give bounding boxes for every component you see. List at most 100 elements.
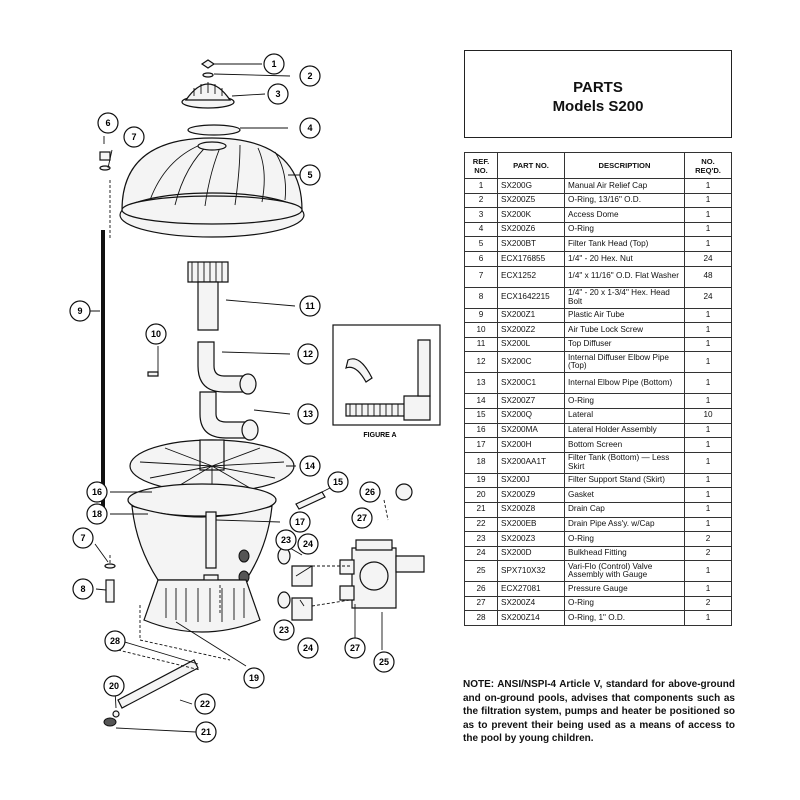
svg-text:22: 22 (200, 699, 210, 709)
hex-nut (99, 151, 111, 171)
ref-no-cell: 12 (464, 351, 498, 374)
qty-cell: 1 (684, 560, 732, 583)
svg-text:26: 26 (365, 487, 375, 497)
hex-bolt (104, 563, 116, 603)
callout-15: 15 (327, 471, 349, 493)
qty-cell: 1 (684, 192, 732, 209)
svg-text:19: 19 (249, 673, 259, 683)
filter-tank-head (119, 137, 305, 238)
svg-text:16: 16 (92, 487, 102, 497)
ref-no-cell: 2 (464, 192, 498, 209)
header-ref-no: REF. NO. (464, 152, 498, 179)
part-no-cell: SX200EB (497, 516, 565, 533)
qty-cell: 10 (684, 407, 732, 424)
part-no-cell: ECX27081 (497, 581, 565, 597)
o-ring-small (202, 72, 214, 78)
callout-16: 16 (86, 481, 108, 503)
qty-cell: 1 (684, 516, 732, 533)
part-no-cell: SX200J (497, 472, 565, 489)
svg-text:7: 7 (131, 132, 136, 142)
description-cell: Access Dome (564, 207, 685, 223)
qty-cell: 24 (684, 286, 732, 309)
part-no-cell: SX200Z2 (497, 322, 565, 338)
description-cell: Pressure Gauge (564, 581, 685, 597)
ref-no-cell: 14 (464, 393, 498, 409)
svg-text:9: 9 (77, 306, 82, 316)
qty-cell: 1 (684, 451, 732, 474)
callout-24-top: 24 (297, 533, 319, 555)
svg-text:FIGURE A: FIGURE A (363, 432, 396, 439)
description-cell: Lateral (564, 407, 685, 424)
callout-20: 20 (103, 675, 125, 697)
ref-no-cell: 20 (464, 487, 498, 503)
parts-title-box: PARTS Models S200 (464, 50, 732, 138)
svg-text:20: 20 (109, 681, 119, 691)
bulkhead-fittings (277, 547, 313, 621)
svg-text:24: 24 (303, 643, 313, 653)
figure-a-inset: FIGURE A (332, 324, 441, 439)
description-cell: Drain Cap (564, 501, 685, 518)
description-cell: Internal Diffuser Elbow Pipe (Top) (564, 351, 685, 374)
callout-7-bottom: 7 (72, 527, 94, 549)
callout-5: 5 (299, 164, 321, 186)
part-no-cell: SX200Z6 (497, 221, 565, 238)
callout-6: 6 (97, 112, 119, 134)
callout-9: 9 (69, 300, 91, 322)
part-no-cell: SX200H (497, 437, 565, 453)
ref-no-cell: 15 (464, 407, 498, 424)
callout-23-bottom: 23 (273, 619, 295, 641)
svg-text:8: 8 (80, 584, 85, 594)
qty-cell: 1 (684, 372, 732, 395)
ref-no-cell: 7 (464, 265, 498, 288)
svg-text:21: 21 (201, 727, 211, 737)
parts-table: REF. NO. PART NO. DESCRIPTION NO. REQ'D.… (464, 152, 732, 627)
lateral-holder-assembly (129, 439, 295, 493)
air-tube-lock-screw (147, 371, 159, 377)
part-no-cell: ECX1642215 (497, 286, 565, 309)
ref-no-cell: 22 (464, 516, 498, 533)
description-cell: Filter Tank Head (Top) (564, 236, 685, 252)
qty-cell: 1 (684, 501, 732, 518)
callout-26: 26 (359, 481, 381, 503)
description-cell: Bottom Screen (564, 437, 685, 453)
qty-cell: 1 (684, 178, 732, 194)
callout-13: 13 (297, 403, 319, 425)
o-ring-dome (187, 124, 241, 136)
callout-7-top: 7 (123, 126, 145, 148)
ref-no-cell: 9 (464, 307, 498, 324)
qty-cell: 1 (684, 393, 732, 409)
description-cell: Filter Tank (Bottom) — Less Skirt (564, 451, 685, 474)
description-cell: 1/4" - 20 x 1-3/4" Hex. Head Bolt (564, 286, 685, 309)
ref-no-cell: 6 (464, 250, 498, 267)
qty-cell: 1 (684, 351, 732, 374)
part-no-cell: SX200Z9 (497, 487, 565, 503)
svg-text:28: 28 (110, 636, 120, 646)
svg-text:7: 7 (80, 533, 85, 543)
description-cell: Internal Elbow Pipe (Bottom) (564, 372, 685, 395)
callout-27-bottom: 27 (344, 637, 366, 659)
qty-cell: 1 (684, 437, 732, 453)
description-cell: O-Ring (564, 393, 685, 409)
part-no-cell: SX200AA1T (497, 451, 565, 474)
part-no-cell: ECX176855 (497, 250, 565, 267)
qty-cell: 24 (684, 250, 732, 267)
ref-no-cell: 26 (464, 581, 498, 597)
part-no-cell: ECX1252 (497, 265, 565, 288)
part-no-cell: SX200L (497, 336, 565, 353)
description-cell: O-Ring (564, 595, 685, 612)
